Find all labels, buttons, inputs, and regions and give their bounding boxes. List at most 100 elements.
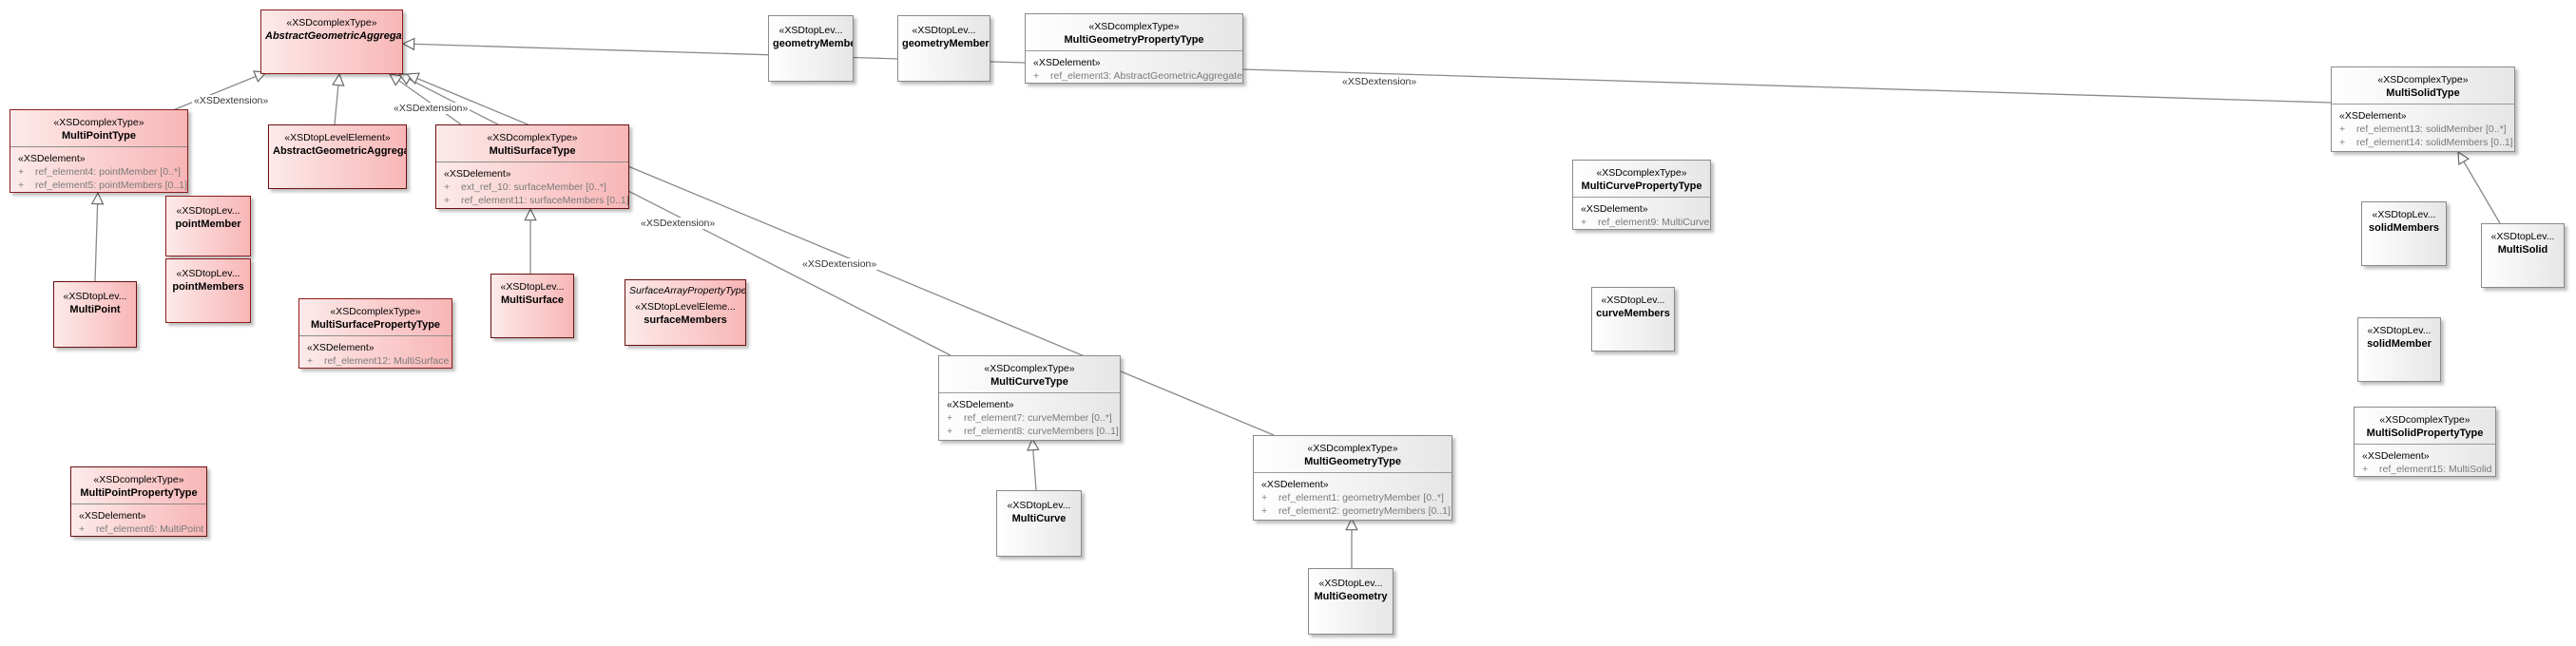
- class-name: MultiCurve: [1011, 513, 1067, 524]
- class-name: curveMembers: [1596, 308, 1670, 319]
- class-name: solidMembers: [2369, 222, 2439, 234]
- class-multi-solid[interactable]: «XSDtopLev... MultiSolid: [2481, 223, 2565, 288]
- link-multicurve: [1032, 439, 1036, 491]
- class-multi-geometry-type[interactable]: «XSDcomplexType» MultiGeometryType «XSDe…: [1253, 435, 1452, 521]
- class-name: MultiSurfaceType: [489, 145, 576, 157]
- attribute-text: ref_element2: geometryMembers [0..1]: [1278, 505, 1451, 517]
- attribute-marker: +: [1261, 505, 1268, 517]
- attribute-row: + ref_element7: curveMember [0..*]: [947, 411, 1112, 425]
- extension-label-3: «XSDextension»: [639, 218, 718, 229]
- attribute-marker: +: [18, 180, 25, 191]
- attribute-text: ref_element5: pointMembers [0..1]: [35, 180, 187, 191]
- class-curve-members[interactable]: «XSDtopLev... curveMembers: [1591, 287, 1675, 352]
- class-multi-curve-type[interactable]: «XSDcomplexType» MultiCurveType «XSDelem…: [938, 355, 1121, 441]
- class-multi-curve[interactable]: «XSDtopLev... MultiCurve: [996, 490, 1082, 557]
- attribute-text: ref_element8: curveMembers [0..1]: [964, 426, 1119, 437]
- attribute-row: +ref_element14: solidMembers [0..1]: [2339, 136, 2513, 149]
- class-multi-surface-type[interactable]: «XSDcomplexType» MultiSurfaceType «XSDel…: [435, 124, 629, 209]
- attribute-row: + ref_element12: MultiSurface: [307, 354, 449, 368]
- section-title: «XSDelement»: [307, 342, 375, 353]
- section-title: «XSDelement»: [444, 168, 511, 180]
- stereotype-label: «XSDtopLev...: [2490, 231, 2555, 242]
- stereotype-label-2: «XSDtopLevelEleme...: [635, 301, 736, 313]
- section-title: «XSDelement»: [1581, 203, 1648, 215]
- extension-line-multicurvetype: [399, 74, 952, 356]
- stereotype-label: «XSDtopLev...: [1601, 294, 1665, 306]
- section-title: «XSDelement»: [1261, 479, 1329, 490]
- class-multi-surface-property-type[interactable]: «XSDcomplexType» MultiSurfacePropertyTyp…: [298, 298, 452, 369]
- attribute-text: ref_element9: MultiCurve: [1598, 217, 1710, 228]
- class-abstract-geometric-aggregate[interactable]: «XSDtopLevelElement» AbstractGeometricAg…: [268, 124, 407, 189]
- stereotype-label: SurfaceArrayPropertyType: [629, 285, 746, 296]
- stereotype-label: «XSDtopLev...: [63, 291, 127, 302]
- stereotype-label: «XSDtopLev...: [779, 25, 843, 36]
- stereotype-label: «XSDcomplexType»: [330, 306, 421, 317]
- class-solid-members[interactable]: «XSDtopLev... solidMembers: [2361, 201, 2447, 266]
- stereotype-label: «XSDcomplexType»: [93, 474, 184, 485]
- stereotype-label: «XSDcomplexType»: [53, 117, 144, 128]
- class-geometry-members[interactable]: «XSDtopLev... geometryMembers: [897, 15, 990, 82]
- stereotype-label: «XSDtopLevelElement»: [284, 132, 391, 143]
- link-multisolid: [2458, 152, 2501, 224]
- class-point-member[interactable]: «XSDtopLev... pointMember: [165, 196, 251, 256]
- stereotype-label: «XSDcomplexType»: [487, 132, 578, 143]
- class-name: MultiPoint: [69, 304, 121, 315]
- attribute-marker: +: [1261, 492, 1268, 504]
- class-surface-members[interactable]: SurfaceArrayPropertyType «XSDtopLevelEle…: [625, 279, 746, 346]
- class-multi-solid-type[interactable]: «XSDcomplexType» MultiSolidType «XSDelem…: [2331, 66, 2515, 152]
- extension-line-abstractaggregate: [335, 74, 339, 125]
- attribute-marker: +: [1581, 217, 1587, 228]
- class-multi-point-type[interactable]: «XSDcomplexType» MultiPointType «XSDelem…: [10, 109, 188, 193]
- class-name: MultiPointPropertyType: [80, 487, 198, 499]
- attribute-row: +ext_ref_10: surfaceMember [0..*]: [444, 180, 621, 194]
- attribute-row: + ref_element8: curveMembers [0..1]: [947, 425, 1119, 438]
- stereotype-label: «XSDtopLev...: [500, 281, 565, 293]
- attribute-row: + ref_element11: surfaceMembers [0..1]: [444, 194, 628, 207]
- stereotype-label: «XSDtopLev...: [176, 268, 240, 279]
- attribute-row: + ref_element9: MultiCurve: [1581, 216, 1709, 229]
- attribute-marker: +: [947, 426, 953, 437]
- class-multi-point[interactable]: «XSDtopLev... MultiPoint: [53, 281, 137, 348]
- class-name: AbstractGeometricAggregateType: [265, 30, 402, 42]
- class-geometry-member[interactable]: «XSDtopLev... geometryMember: [768, 15, 854, 82]
- extension-label-4: «XSDextension»: [800, 258, 879, 270]
- class-abstract-geometric-aggregate-type[interactable]: «XSDcomplexType» AbstractGeometricAggreg…: [260, 10, 403, 74]
- attribute-marker: +: [2339, 137, 2346, 148]
- class-multi-solid-property-type[interactable]: «XSDcomplexType» MultiSolidPropertyType …: [2354, 407, 2496, 477]
- attribute-row: + ref_element1: geometryMember [0..*]: [1261, 491, 1444, 504]
- attribute-text: ref_element7: curveMember [0..*]: [964, 412, 1112, 424]
- class-multi-curve-property-type[interactable]: «XSDcomplexType» MultiCurvePropertyType …: [1572, 160, 1711, 230]
- class-multi-geometry-property-type[interactable]: «XSDcomplexType» MultiGeometryPropertyTy…: [1025, 13, 1243, 84]
- link-multipoint: [95, 193, 98, 282]
- section-title: «XSDelement»: [947, 399, 1014, 410]
- attribute-marker: +: [947, 412, 953, 424]
- attribute-text: ref_element11: surfaceMembers [0..1]: [461, 195, 629, 206]
- class-multi-surface[interactable]: «XSDtopLev... MultiSurface: [490, 274, 574, 338]
- class-name: MultiSurfacePropertyType: [310, 319, 441, 331]
- class-name: pointMember: [175, 218, 241, 230]
- stereotype-label: «XSDtopLev...: [2372, 209, 2436, 220]
- attribute-text: ref_element12: MultiSurface: [324, 355, 450, 367]
- attribute-text: ref_element1: geometryMember [0..*]: [1278, 492, 1444, 504]
- attribute-text: ref_element6: MultiPoint: [96, 523, 204, 535]
- class-solid-member[interactable]: «XSDtopLev... solidMember: [2357, 317, 2441, 382]
- class-name: MultiCurveType: [990, 376, 1068, 388]
- class-multi-geometry[interactable]: «XSDtopLev... MultiGeometry: [1308, 568, 1394, 635]
- extension-label-1: «XSDextension»: [192, 95, 271, 106]
- stereotype-label: «XSDtopLev...: [176, 205, 240, 217]
- stereotype-label: «XSDtopLev...: [1007, 500, 1071, 511]
- extension-label-2: «XSDextension»: [392, 103, 471, 114]
- section-title: «XSDelement»: [18, 153, 86, 164]
- class-name: MultiSolidPropertyType: [2366, 428, 2484, 439]
- class-point-members[interactable]: «XSDtopLev... pointMembers: [165, 258, 251, 323]
- class-name: pointMembers: [172, 281, 244, 293]
- attribute-marker: +: [79, 523, 86, 535]
- attribute-marker: +: [444, 195, 451, 206]
- attribute-marker: +: [307, 355, 314, 367]
- attribute-row: +ref_element3: AbstractGeometricAggregat…: [1033, 69, 1242, 83]
- class-name: geometryMembers: [902, 38, 990, 49]
- stereotype-label: «XSDcomplexType»: [984, 363, 1075, 374]
- attribute-text: ref_element13: solidMember [0..*]: [2356, 124, 2507, 135]
- class-multi-point-property-type[interactable]: «XSDcomplexType» MultiPointPropertyType …: [70, 466, 207, 537]
- attribute-row: +ref_element4: pointMember [0..*]: [18, 165, 181, 179]
